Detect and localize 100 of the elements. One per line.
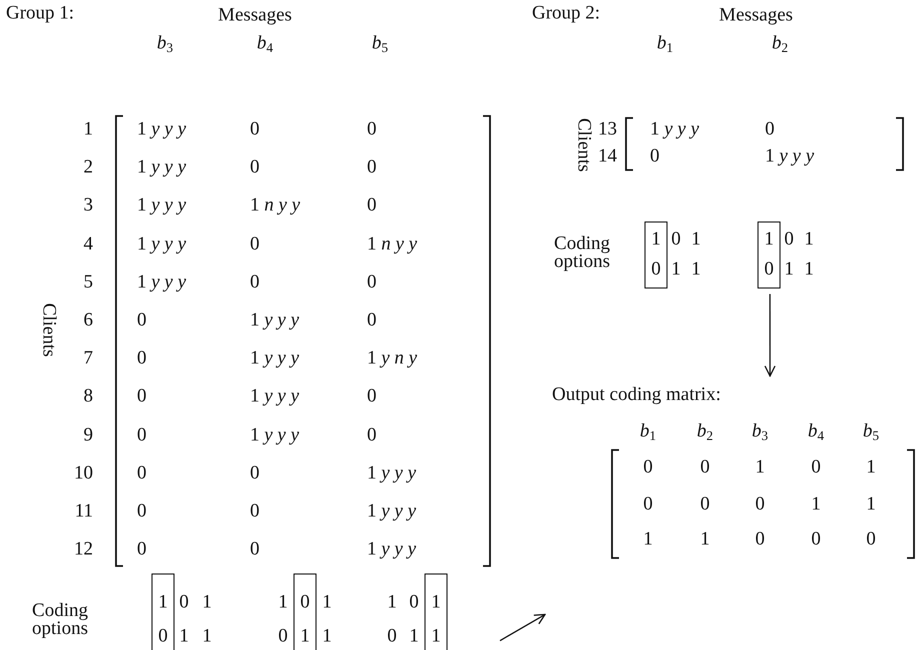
- matrix-entry: 0: [300, 592, 310, 614]
- row-number: 9: [84, 425, 93, 446]
- matrix-entry: 0: [755, 530, 765, 550]
- arrow: [500, 614, 546, 642]
- matrix-entry: 1 y y y: [650, 120, 700, 140]
- row-number: 6: [84, 310, 93, 332]
- matrix-entry: 1: [671, 260, 681, 280]
- matrix-entry: 1: [202, 592, 212, 614]
- row-number: 14: [598, 146, 617, 168]
- matrix-entry: 0: [367, 272, 376, 294]
- matrix-entry: 0: [409, 592, 419, 614]
- matrix-entry: 1: [158, 592, 168, 614]
- matrix-entry: 1 y y y: [367, 540, 416, 561]
- row-number: 8: [84, 386, 93, 408]
- row-number: 11: [74, 502, 93, 522]
- matrix-entry: 0: [137, 425, 146, 446]
- matrix-entry: 0: [755, 494, 765, 516]
- matrix-entry: 1 y y y: [250, 386, 300, 408]
- column-header: b$_{3}$: [752, 422, 768, 442]
- matrix-entry: 1: [755, 458, 765, 478]
- matrix-entry: 0: [137, 348, 146, 370]
- column-header: b$_{4}$: [808, 422, 824, 442]
- matrix-entry: 0: [671, 230, 681, 250]
- matrix-entry: 1 y y y: [250, 348, 300, 370]
- matrix-entry: 1: [811, 494, 821, 516]
- matrix-entry: 0: [811, 530, 821, 550]
- matrix-entry: 0: [367, 158, 376, 179]
- matrix-entry: 1 y y y: [137, 120, 186, 140]
- matrix-entry: 1: [431, 592, 441, 614]
- column-header: b$_{3}$: [156, 34, 174, 54]
- group-heading: Group 1:: [6, 4, 74, 24]
- matrix-entry: 1: [866, 458, 876, 478]
- matrix-entry: 1 y y y: [367, 463, 416, 484]
- matrix-entry: 1: [322, 626, 332, 648]
- matrix-entry: 0: [179, 592, 189, 614]
- matrix-entry: 0: [367, 386, 376, 408]
- matrix-entry: 0: [137, 310, 146, 332]
- matrix-entry: 1: [431, 626, 441, 648]
- matrix-entry: 1: [784, 260, 794, 280]
- matrix-entry: 0: [765, 120, 774, 140]
- column-header: b$_{1}$: [640, 422, 656, 442]
- matrix-entry: 0: [250, 272, 260, 294]
- row-number: 7: [84, 348, 93, 370]
- column-header: b$_{4}$: [256, 34, 274, 54]
- matrix-entry: 0: [250, 120, 260, 140]
- matrix-entry: 0: [367, 120, 376, 140]
- matrix-entry: 1: [202, 626, 212, 648]
- matrix-entry: 0: [137, 502, 146, 522]
- matrix-entry: 0: [784, 230, 794, 250]
- row-number: 2: [84, 158, 93, 179]
- column-header: b$_{2}$: [696, 422, 714, 442]
- matrix-entry: 1: [409, 626, 419, 648]
- matrix-entry: 0: [137, 463, 146, 484]
- row-number: 12: [74, 540, 93, 561]
- matrix-entry: 1 y y y: [250, 425, 300, 446]
- column-header: b$_{5}$: [372, 34, 388, 54]
- matrix-entry: 1: [387, 592, 397, 614]
- matrix-entry: 1: [278, 592, 288, 614]
- axis-title: Messages: [719, 6, 793, 26]
- matrix-entry: 1: [691, 230, 701, 250]
- matrix-entry: 0: [367, 196, 376, 217]
- matrix-entry: 1 n y y: [367, 234, 418, 256]
- matrix-entry: 0: [250, 502, 260, 522]
- matrix-entry: 1: [866, 494, 876, 516]
- column-header: b$_{1}$: [656, 34, 674, 54]
- matrix-entry: 1 y y y: [137, 196, 186, 217]
- arrow: [764, 294, 776, 377]
- matrix-entry: 0: [651, 260, 661, 280]
- matrix-entry: 0: [250, 234, 260, 256]
- matrix-entry: 1: [322, 592, 332, 614]
- matrix-entry: 1 y y y: [137, 272, 186, 294]
- row-caption: Coding options: [553, 234, 611, 272]
- matrix-entry: 0: [158, 626, 168, 648]
- matrix-entry: 0: [367, 310, 376, 332]
- matrix-entry: 1 y n y: [367, 348, 418, 370]
- matrix-entry: 0: [367, 425, 376, 446]
- matrix-entry: 0: [700, 494, 710, 516]
- axis-title: Clients: [38, 303, 58, 357]
- axis-title: Messages: [218, 6, 292, 26]
- column-header: b$_{5}$: [862, 422, 880, 442]
- matrix-entry: 1: [804, 260, 814, 280]
- matrix-entry: 1 n y y: [250, 196, 300, 217]
- column-header: b$_{2}$: [772, 34, 788, 54]
- matrix-entry: 0: [250, 463, 260, 484]
- matrix-entry: 0: [643, 458, 653, 478]
- row-number: 1: [84, 120, 93, 140]
- axis-title: Clients: [572, 118, 594, 172]
- matrix-entry: 1: [300, 626, 310, 648]
- row-number: 10: [74, 463, 93, 484]
- matrix-entry: 0: [387, 626, 397, 648]
- matrix-entry: 1 y y y: [250, 310, 300, 332]
- matrix-entry: 0: [866, 530, 876, 550]
- group-heading: Group 2:: [532, 4, 600, 24]
- matrix-entry: 1 y y y: [765, 146, 814, 168]
- matrix-entry: 1: [804, 230, 814, 250]
- matrix-entry: 1: [643, 530, 653, 550]
- matrix-entry: 1: [691, 260, 701, 280]
- matrix-entry: 0: [700, 458, 710, 478]
- matrix-entry: 1: [764, 230, 774, 250]
- row-number: 4: [84, 234, 93, 256]
